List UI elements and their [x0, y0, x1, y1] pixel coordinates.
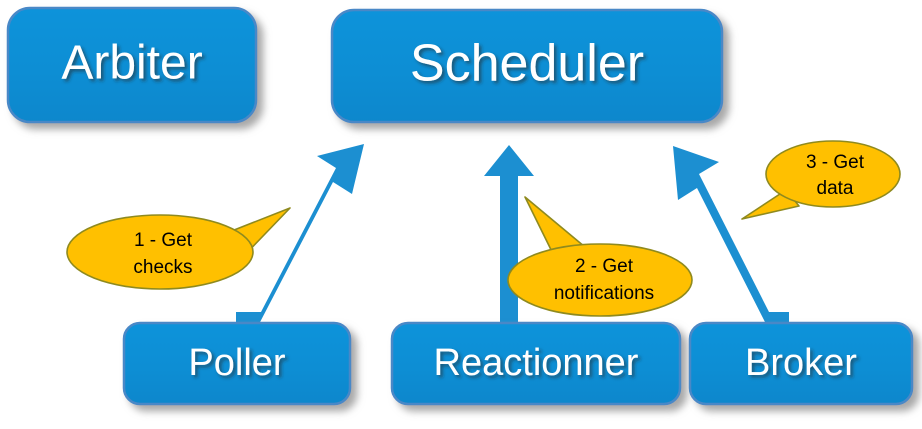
callout-3-line-1: 3 - Get	[806, 152, 865, 173]
callout-3-line-2: data	[817, 178, 854, 199]
node-arbiter-label: Arbiter	[61, 37, 202, 90]
callout-3-get-data[interactable]: 3 - Get data	[741, 140, 901, 220]
node-reactionner[interactable]: Reactionner	[390, 321, 682, 406]
callout-2-line-2: notifications	[554, 283, 654, 304]
node-poller[interactable]: Poller	[122, 321, 352, 406]
node-poller-label: Poller	[188, 342, 285, 384]
callout-1-line-1: 1 - Get	[134, 230, 193, 251]
node-scheduler[interactable]: Scheduler	[330, 8, 724, 124]
node-arbiter-box[interactable]	[6, 6, 258, 124]
callout-2-get-notifications[interactable]: 2 - Get notifications	[507, 196, 693, 317]
arrow-group	[236, 144, 789, 326]
callout-1-get-checks[interactable]: 1 - Get checks	[66, 207, 291, 290]
callout-group: 1 - Get checks 2 - Get notifications 3 -…	[66, 140, 901, 317]
node-scheduler-box[interactable]	[330, 8, 724, 124]
callout-1-bubble[interactable]	[66, 214, 254, 290]
node-broker-box[interactable]	[688, 321, 914, 406]
node-scheduler-label: Scheduler	[410, 35, 644, 93]
callout-3-bubble[interactable]	[765, 140, 901, 208]
callout-2-bubble[interactable]	[507, 243, 693, 317]
node-group: Arbiter Scheduler Poller Reactionner Bro…	[6, 6, 914, 406]
node-reactionner-box[interactable]	[390, 321, 682, 406]
node-poller-box[interactable]	[122, 321, 352, 406]
node-broker-label: Broker	[745, 342, 857, 384]
callout-2-line-1: 2 - Get	[575, 256, 634, 277]
node-reactionner-label: Reactionner	[434, 342, 639, 384]
arrow-reactionner-to-scheduler	[484, 145, 534, 326]
arrow-poller-to-scheduler	[236, 144, 364, 326]
arrow-broker-to-scheduler	[673, 146, 789, 326]
callout-1-line-2: checks	[133, 257, 192, 278]
node-broker[interactable]: Broker	[688, 321, 914, 406]
node-arbiter[interactable]: Arbiter	[6, 6, 258, 124]
